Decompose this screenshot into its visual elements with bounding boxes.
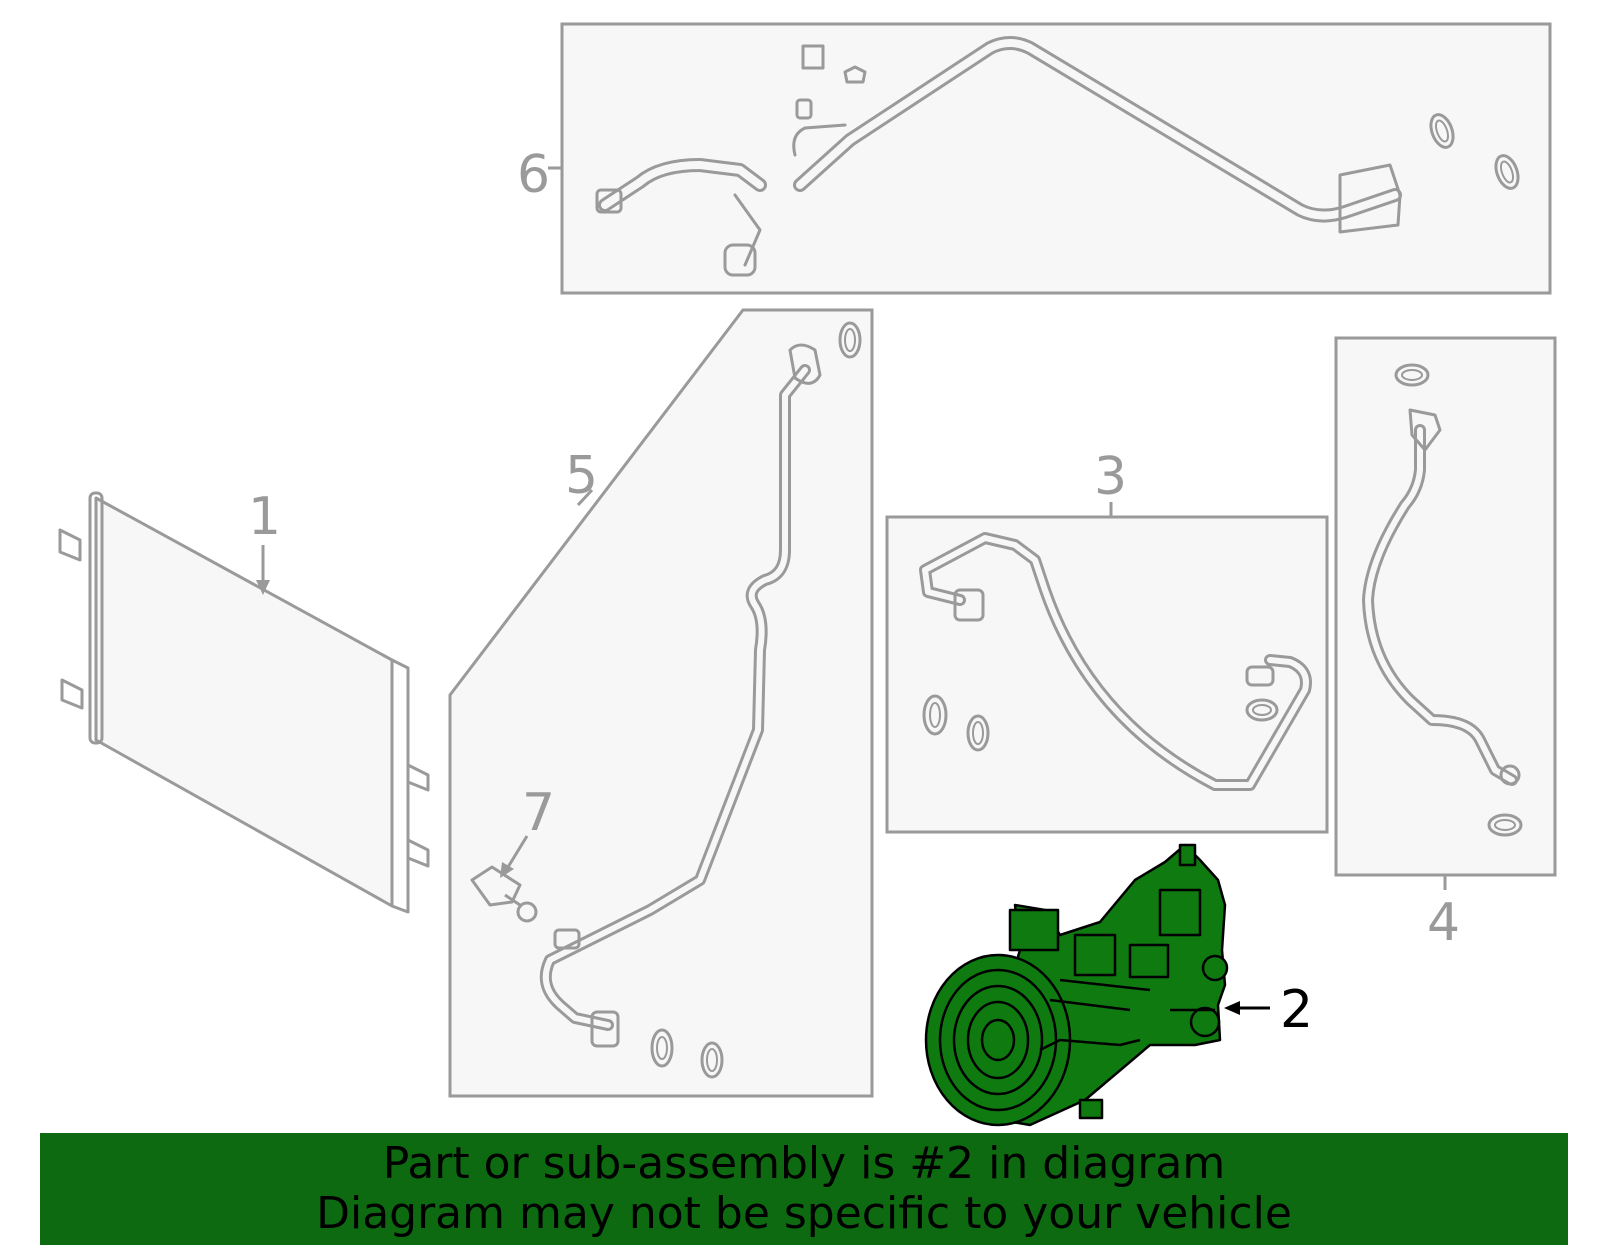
part-6-group[interactable]: 6: [517, 22, 1552, 295]
part-5-hose: [539, 321, 862, 1079]
part-3-group[interactable]: 3: [885, 447, 1329, 834]
callout-arrow-2: [1224, 1001, 1240, 1015]
panel-3: [885, 515, 1329, 834]
callout-7[interactable]: 7: [522, 783, 555, 843]
part-6-hose: [595, 36, 1520, 277]
banner-line-1: Part or sub-assembly is #2 in diagram: [382, 1138, 1226, 1189]
part-7-group[interactable]: 7: [470, 783, 555, 923]
part-3-hose: [919, 532, 1312, 791]
part-1-group[interactable]: 1: [58, 487, 430, 914]
callout-arrow-1: [256, 580, 270, 595]
callout-arrow-7: [500, 862, 514, 878]
info-banner: Part or sub-assembly is #2 in diagram Di…: [40, 1133, 1568, 1245]
callout-leader-5: [576, 488, 594, 507]
part-2-group[interactable]: 2: [924, 843, 1313, 1127]
callout-3[interactable]: 3: [1094, 447, 1127, 507]
callout-4[interactable]: 4: [1427, 893, 1460, 953]
callout-2[interactable]: 2: [1280, 980, 1313, 1040]
panel-5: [448, 308, 874, 1098]
callout-1[interactable]: 1: [248, 487, 281, 547]
part-4-group[interactable]: 4: [1334, 336, 1557, 953]
part-5-group[interactable]: 5: [448, 308, 874, 1098]
callout-5[interactable]: 5: [565, 446, 598, 506]
banner-line-2: Diagram may not be specific to your vehi…: [316, 1188, 1292, 1239]
part-2-compressor: [924, 843, 1229, 1127]
part-4-hose: [1362, 363, 1523, 837]
part-1-condenser: [58, 491, 430, 914]
callout-6[interactable]: 6: [517, 145, 550, 205]
part-7-sensor: [470, 865, 538, 923]
